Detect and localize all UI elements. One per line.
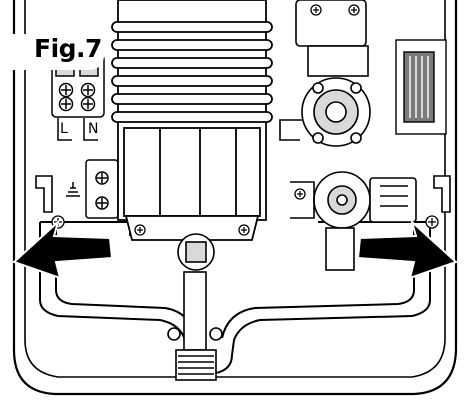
solenoid-valve (290, 171, 417, 271)
terminal-label-live: L (60, 121, 68, 137)
arrow-right-icon (356, 218, 458, 280)
side-clip-right (433, 175, 451, 213)
arrow-left-icon (12, 218, 114, 280)
figure-label: Fig.7 (34, 34, 102, 63)
outer-casing (12, 0, 458, 396)
heating-cylinder (111, 0, 273, 241)
flow-valve (279, 0, 371, 147)
screw-icon (51, 4, 439, 236)
terminal-label-neutral: N (88, 121, 98, 137)
earth-terminal (66, 159, 119, 219)
rating-label (395, 39, 447, 135)
side-clip-left (35, 175, 53, 213)
figure-label-box (0, 34, 104, 70)
outlet-pipe (167, 233, 223, 381)
